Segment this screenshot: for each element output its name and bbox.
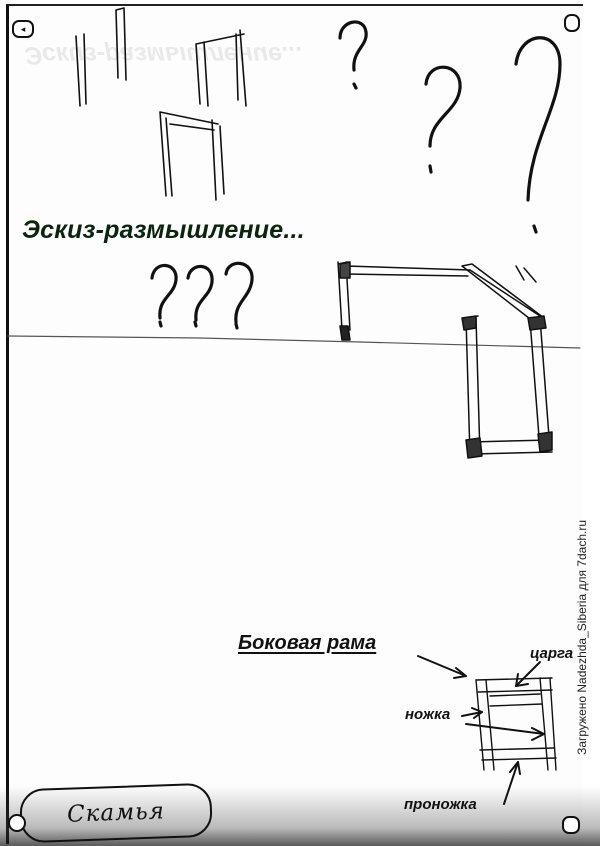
label-nozhka: ножка xyxy=(405,706,451,723)
paper-crease xyxy=(7,335,581,349)
sketch-sheet xyxy=(6,4,583,844)
frame-sketch xyxy=(337,261,553,459)
label-pronozhka: проножка xyxy=(404,796,477,813)
leg-sketches xyxy=(75,7,247,201)
corner-mark-icon xyxy=(8,814,26,832)
diagram-caption: Боковая рама xyxy=(238,632,377,654)
corner-mark-icon: ◂ xyxy=(12,20,34,38)
title-box: Скамья xyxy=(19,782,213,844)
diagram-arrows xyxy=(417,655,545,805)
sketch-heading: Эскиз-размышление... xyxy=(22,216,305,244)
label-tsarga: царга xyxy=(530,645,574,662)
question-mark-icons xyxy=(150,20,562,330)
corner-mark-icon xyxy=(564,14,580,32)
corner-mark-icon xyxy=(562,816,580,834)
scan-shadow xyxy=(0,786,600,846)
upload-watermark: Загружено Nadezhda_Siberia для 7dach.ru xyxy=(575,520,589,755)
side-frame-diagram xyxy=(475,677,557,771)
